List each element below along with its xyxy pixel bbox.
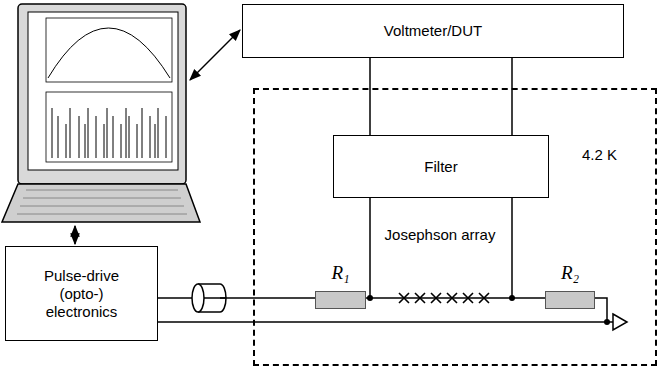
junction-dot bbox=[367, 295, 373, 301]
resistor-symbol: R₁ bbox=[315, 291, 366, 309]
coax-cable bbox=[192, 284, 226, 312]
wire-connector bbox=[511, 58, 513, 135]
laptop bbox=[2, 4, 200, 222]
data-link-arrow bbox=[74, 226, 76, 244]
resistor-label: R₂ bbox=[546, 262, 594, 284]
filter-box: Filter bbox=[333, 135, 549, 198]
resistor-label: R₁ bbox=[316, 262, 365, 284]
wire-connector bbox=[366, 297, 545, 299]
instrument-box: Voltmeter/DUT bbox=[242, 4, 624, 58]
box-label: Filter bbox=[424, 158, 457, 176]
josephson-junctions bbox=[399, 293, 489, 303]
array-label: Josephson array bbox=[380, 226, 500, 244]
box-label: Voltmeter/DUT bbox=[384, 22, 482, 40]
box-label: Pulse-drive (opto-) electronics bbox=[32, 267, 132, 321]
resistor-symbol: R₂ bbox=[545, 291, 595, 309]
junction-dot bbox=[509, 295, 515, 301]
wires bbox=[158, 196, 613, 322]
wire-connector bbox=[158, 297, 315, 299]
data-link-arrow bbox=[190, 30, 240, 80]
junction-dot bbox=[604, 319, 610, 325]
ground-symbol bbox=[613, 314, 627, 330]
electronics-box: Pulse-drive (opto-) electronics bbox=[5, 246, 158, 341]
temperature-label: 4.2 K bbox=[582, 146, 617, 163]
wire-connector bbox=[369, 58, 371, 135]
